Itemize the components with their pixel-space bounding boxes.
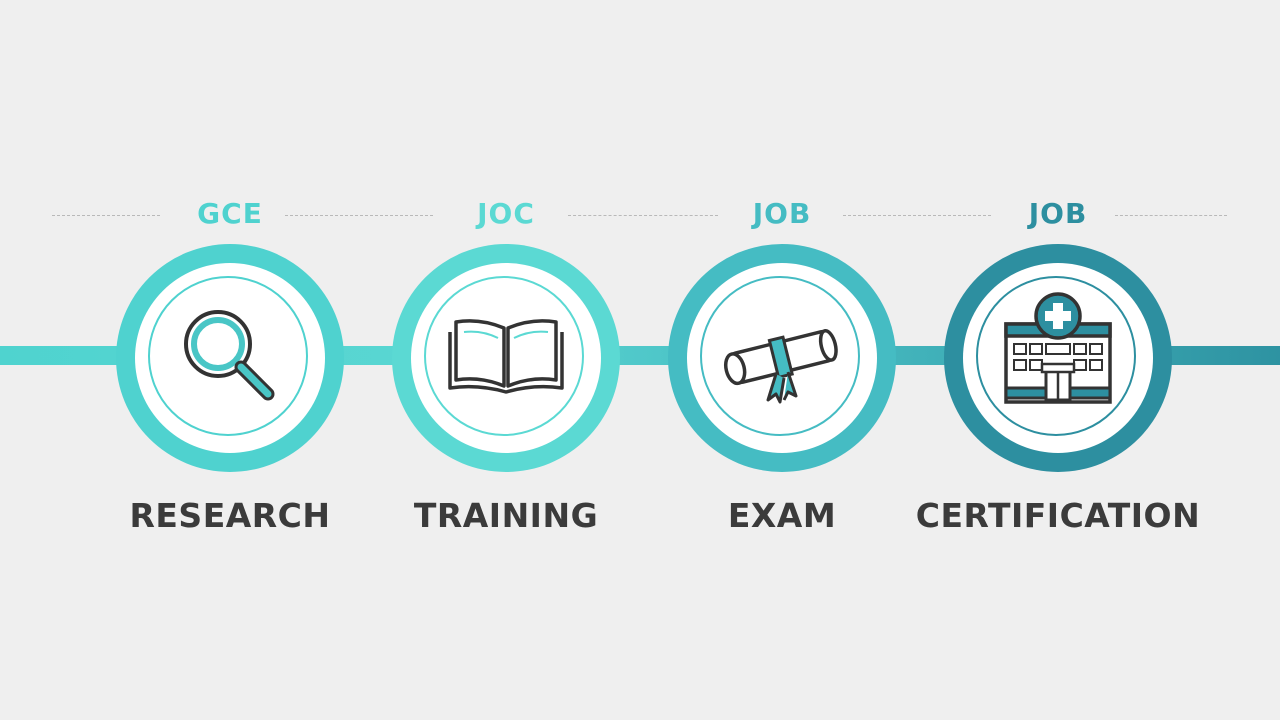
dotted-guide [52, 215, 160, 216]
step-training: JOC TRAINING [386, 0, 626, 720]
diploma-scroll-icon [723, 329, 838, 404]
step-tag: JOB [752, 197, 812, 230]
step-title: TRAINING [413, 496, 599, 535]
ring-outline [976, 276, 1136, 436]
hospital-icon [1004, 292, 1112, 404]
step-tag: JOC [477, 197, 535, 230]
dotted-guide [285, 215, 433, 216]
step-research: GCE RESEARCH [110, 0, 350, 720]
step-title: EXAM [727, 496, 837, 535]
step-ring [944, 244, 1172, 472]
dotted-guide [1115, 215, 1227, 216]
step-ring [116, 244, 344, 472]
step-tag: JOB [1028, 197, 1088, 230]
open-book-icon [448, 319, 564, 394]
step-exam: JOB EXAM [662, 0, 902, 720]
magnifier-icon [184, 310, 275, 401]
ring-outline [424, 276, 584, 436]
step-tag: GCE [197, 197, 263, 230]
step-title: CERTIFICATION [915, 496, 1201, 535]
dotted-guide [843, 215, 991, 216]
step-title: RESEARCH [129, 496, 331, 535]
ring-outline [148, 276, 308, 436]
step-ring [392, 244, 620, 472]
step-certification: JOB [916, 0, 1200, 720]
ring-outline [700, 276, 860, 436]
step-ring [668, 244, 896, 472]
dotted-guide [568, 215, 718, 216]
